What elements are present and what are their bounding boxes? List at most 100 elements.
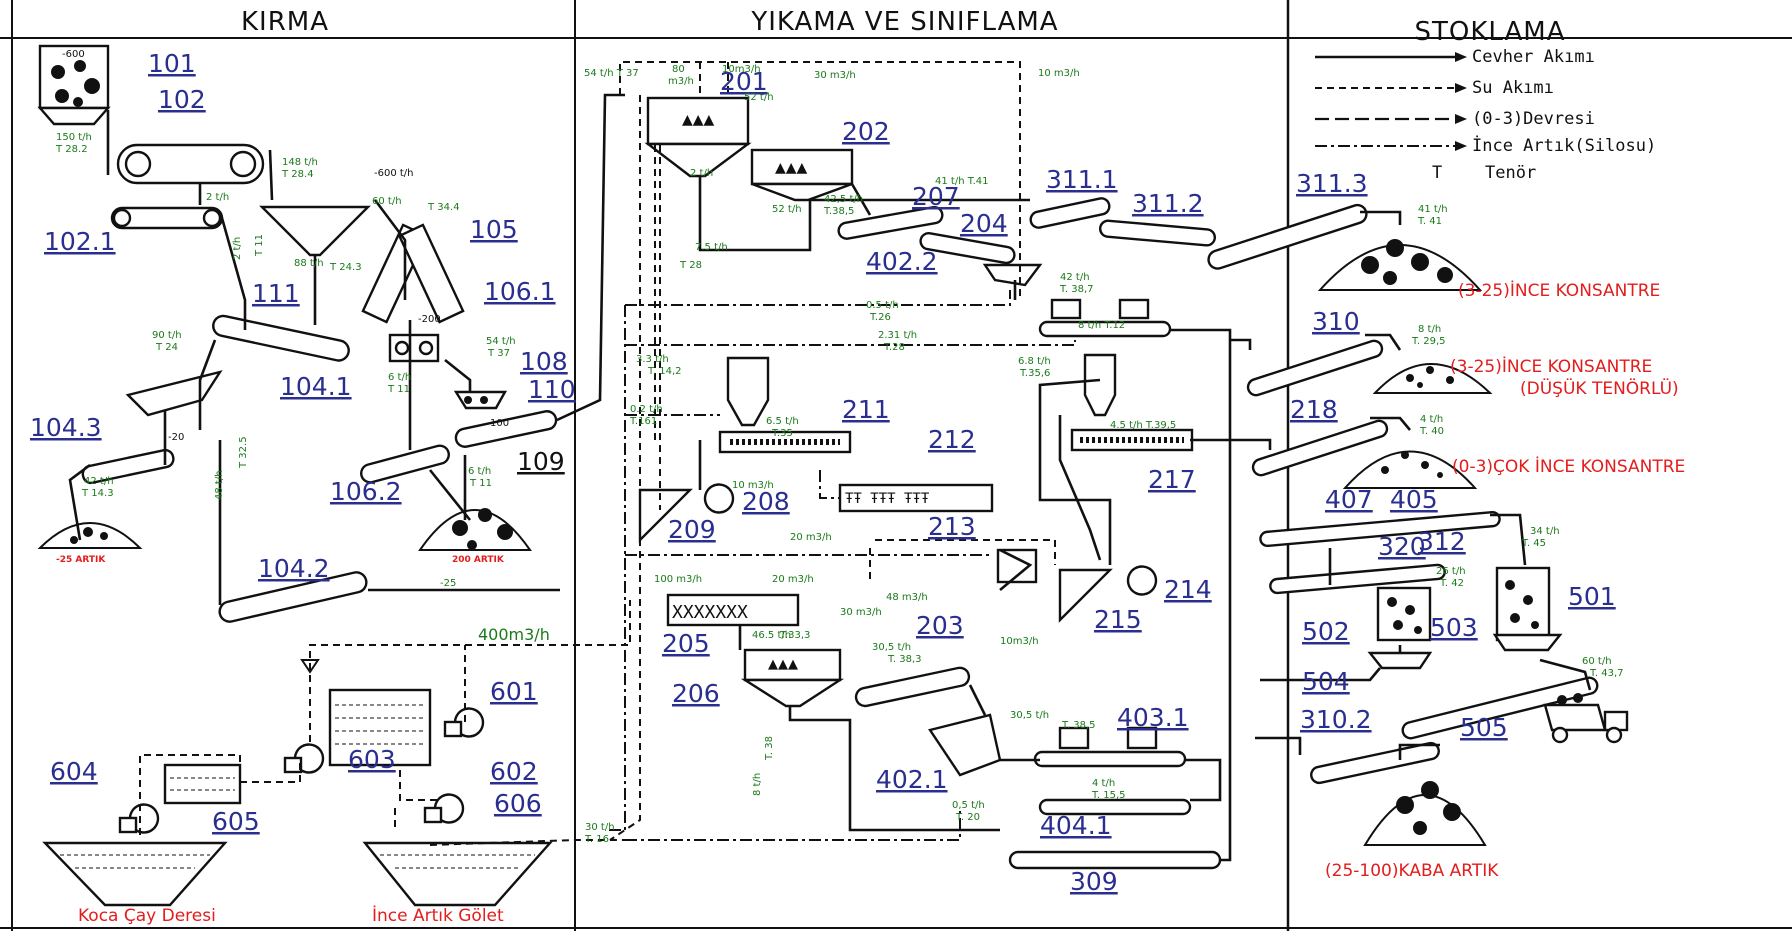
- flow-label: T. 38: [764, 736, 775, 761]
- flow-label: 88 t/h: [294, 258, 324, 269]
- tag-311-2: 311.2: [1132, 189, 1204, 218]
- tag-505: 505: [1460, 713, 1508, 742]
- flow-label: T. 15,5: [1091, 790, 1126, 801]
- tag-202: 202: [842, 117, 890, 146]
- flow-label: 150 t/h: [56, 132, 92, 143]
- legend-circuit-label: (0-3)Devresi: [1472, 109, 1595, 129]
- tag-311-3: 311.3: [1296, 169, 1368, 198]
- flow-label: T. 20: [955, 812, 980, 823]
- flow-label: T. 38,3: [887, 654, 922, 665]
- flow-label: T.28: [883, 342, 905, 353]
- flow-label: 2 t/h: [206, 192, 229, 203]
- flow-label: 0.5 t/h: [866, 300, 899, 311]
- flow-label: 400m3/h: [478, 625, 550, 644]
- flow-label: T 24: [155, 342, 178, 353]
- tag-502: 502: [1302, 617, 1350, 646]
- chute-402-2: [985, 265, 1040, 285]
- flow-label: 6.8 t/h: [1018, 356, 1051, 367]
- flow-label: 90 t/h: [152, 330, 182, 341]
- tag-101: 101: [148, 49, 196, 78]
- flow-label: 30 m3/h: [814, 70, 856, 81]
- legend-water-label: Su Akımı: [1472, 78, 1554, 98]
- product-low-grade: (DÜŞÜK TENÖRLÜ): [1520, 377, 1679, 399]
- tag-604: 604: [50, 757, 98, 786]
- tag-109: 109: [517, 447, 565, 476]
- conveyor-403-1: [1035, 752, 1185, 766]
- tag-601: 601: [490, 677, 538, 706]
- tag-108: 108: [520, 347, 568, 376]
- svg-text:▲▲▲: ▲▲▲: [775, 160, 808, 176]
- pump-214: [1128, 567, 1156, 595]
- conveyor-309: [1010, 852, 1220, 868]
- cyclone-211: [728, 358, 768, 425]
- flow-label: T 32.5: [238, 436, 249, 469]
- flow-label: 3.3 t/h: [636, 354, 669, 365]
- flow-label: T. 16: [584, 834, 609, 845]
- flow-label: T. 43,7: [1589, 668, 1624, 679]
- flow-label: 41 t/h T.41: [935, 176, 989, 187]
- flow-label: T 37: [487, 348, 510, 359]
- tag-106-2: 106.2: [330, 477, 402, 506]
- flow-label: 10m3/h: [1000, 636, 1039, 647]
- flow-label: T 11: [469, 478, 492, 489]
- legend-fine-label: İnce Artık(Silosu): [1472, 135, 1656, 156]
- legend-ore-label: Cevher Akımı: [1472, 47, 1595, 67]
- flow-label: 48 t/h: [214, 470, 225, 500]
- flow-label: 60 t/h: [1582, 656, 1612, 667]
- truck-icon: [1545, 693, 1627, 742]
- flow-label: 10m3/h: [722, 64, 761, 75]
- flow-label: T. 40: [1419, 426, 1444, 437]
- flow-label: 7.5 t/h: [695, 242, 728, 253]
- flow-label: 30 m3/h: [840, 607, 882, 618]
- hopper-503: [1495, 635, 1560, 650]
- flow-label: -200: [418, 314, 441, 325]
- tag-405: 405: [1390, 485, 1438, 514]
- flow-label: 4 t/h: [1420, 414, 1443, 425]
- flow-label: 52 t/h: [744, 92, 774, 103]
- tag-309: 309: [1070, 867, 1118, 896]
- flow-label: T. 29,5: [1411, 336, 1446, 347]
- flow-label: 100 m3/h: [654, 574, 702, 585]
- flow-label: 8 t/h T.12: [1078, 320, 1125, 331]
- tag-215: 215: [1094, 605, 1142, 634]
- flow-label: T.38,5: [823, 206, 854, 217]
- flow-label: 42 t/h: [84, 476, 114, 487]
- tag-209: 209: [668, 515, 716, 544]
- flow-label: 80: [672, 64, 685, 75]
- flow-label: 0.2 t/h: [630, 404, 663, 415]
- tag-203: 203: [916, 611, 964, 640]
- tag-311-1: 311.1: [1046, 165, 1118, 194]
- water-system: [45, 600, 630, 905]
- flow-label: T 24.3: [329, 262, 362, 273]
- tag-205: 205: [662, 629, 710, 658]
- tag-213: 213: [928, 512, 976, 541]
- flow-label: 20 m3/h: [790, 532, 832, 543]
- flow-label: 2 t/h: [232, 237, 243, 260]
- section-title-washing: YIKAMA VE SINIFLAMA: [750, 7, 1058, 37]
- tag-204: 204: [960, 209, 1008, 238]
- river-basin: [45, 843, 225, 905]
- tag-402-2: 402.2: [866, 247, 938, 276]
- flow-label: 30,5 t/h: [872, 642, 911, 653]
- flow-label: 41 t/h: [1418, 204, 1448, 215]
- flow-label: T 11: [387, 384, 410, 395]
- conveyor-310: [1246, 339, 1384, 397]
- flow-label: -600: [62, 49, 85, 60]
- tag-104-3: 104.3: [30, 413, 102, 442]
- silo-502: [1378, 588, 1430, 640]
- tag-214: 214: [1164, 575, 1212, 604]
- flow-label: 30 t/h: [585, 822, 615, 833]
- product-waste-25: -25 ARTIK: [56, 555, 106, 565]
- flow-label: -600 t/h: [374, 168, 414, 179]
- flow-label: T. 38,7: [1059, 284, 1094, 295]
- classifier-217: [1072, 430, 1192, 450]
- flow-label: 42,5 t/h: [824, 194, 863, 205]
- flow-label: 6.5 t/h: [766, 416, 799, 427]
- tag-102-1: 102.1: [44, 227, 116, 256]
- crushing-equipment: [40, 46, 558, 624]
- flow-label: 26 t/h: [1436, 566, 1466, 577]
- label-pond: İnce Artık Gölet: [372, 905, 504, 926]
- tag-407: 407: [1325, 485, 1373, 514]
- section-title-stockpile: STOKLAMA: [1415, 17, 1566, 47]
- screen-hopper: [262, 207, 368, 255]
